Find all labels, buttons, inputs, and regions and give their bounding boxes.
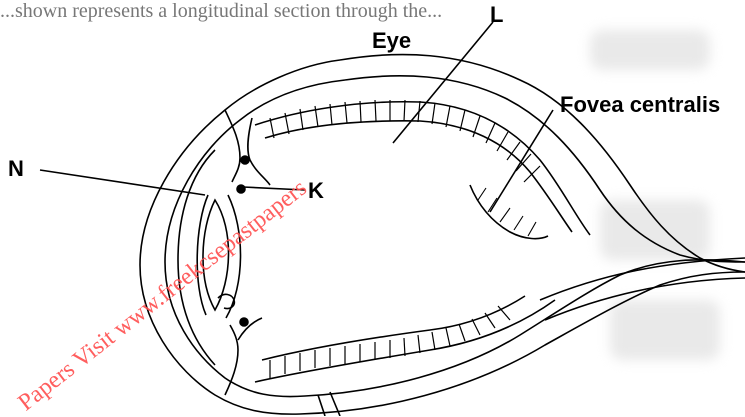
suspensory-dot-top <box>241 156 249 164</box>
suspensory-dot-mid <box>237 185 245 193</box>
label-fovea-centralis: Fovea centralis <box>560 92 720 118</box>
label-eye: Eye <box>372 28 411 54</box>
fovea-pit <box>470 185 548 239</box>
retina-hatching-top <box>270 100 540 182</box>
suspensory-dot-bottom <box>240 318 248 326</box>
leader-n <box>40 170 205 195</box>
ciliary-processes-bottom <box>218 294 234 308</box>
retina-band-inner-bottom <box>262 296 525 360</box>
ciliary-top <box>248 118 270 185</box>
retina-band-inner <box>265 121 572 232</box>
label-n: N <box>8 156 24 182</box>
label-l: L <box>490 2 503 28</box>
retina-hatching-bottom <box>270 306 510 378</box>
optic-nerve-lower <box>545 278 745 320</box>
label-k: K <box>308 178 324 204</box>
